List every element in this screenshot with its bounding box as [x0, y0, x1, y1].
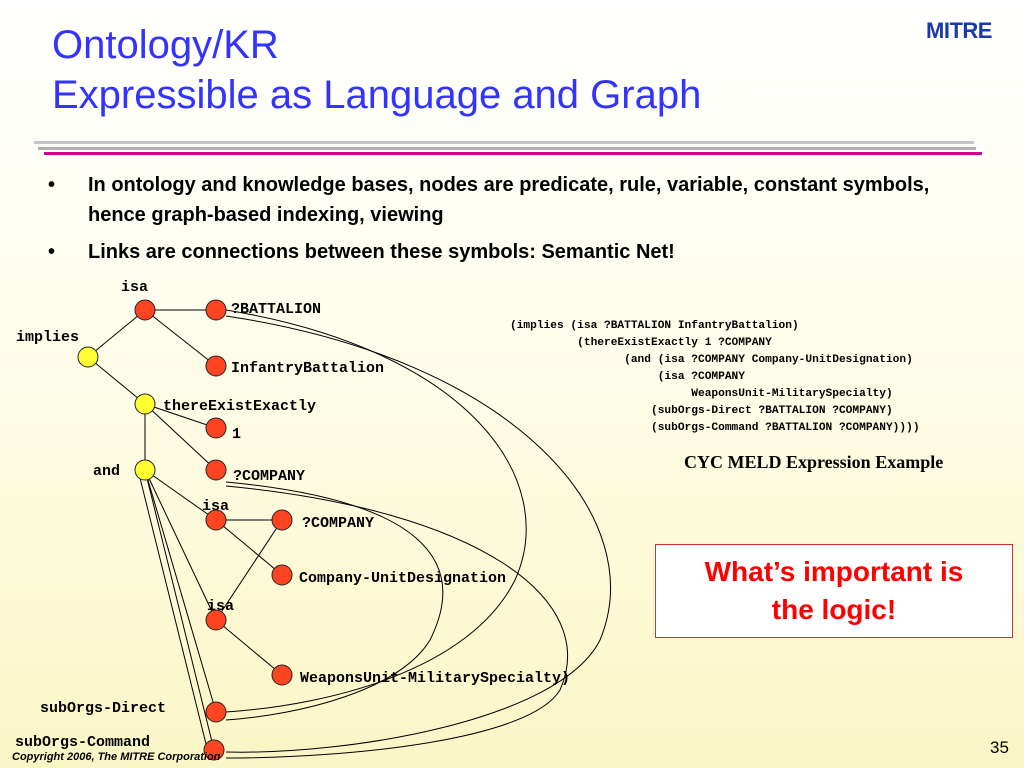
edge — [87, 356, 146, 405]
label-company-1: ?COMPANY — [233, 468, 305, 485]
label-and: and — [93, 463, 120, 480]
edge — [144, 469, 217, 521]
node-isa-1 — [134, 299, 156, 321]
expr-line: (thereExistExactly 1 ?COMPANY — [510, 337, 772, 349]
title-rule-gray — [34, 141, 974, 144]
expr-line: (isa ?COMPANY — [510, 371, 745, 383]
label-suborgs-direct: subOrgs-Direct — [40, 700, 166, 717]
edge — [144, 403, 217, 429]
title-line-2: Expressible as Language and Graph — [52, 73, 702, 117]
node-implies — [77, 346, 99, 368]
edge — [144, 403, 217, 471]
slide-title: Ontology/KR Expressible as Language and … — [52, 20, 701, 120]
bullet-text: In ontology and knowledge bases, nodes a… — [88, 174, 930, 226]
label-there-exist-exactly: thereExistExactly — [163, 398, 316, 415]
mitre-logo: MITRE — [926, 18, 992, 43]
bullet-item-1: • In ontology and knowledge bases, nodes… — [48, 170, 968, 230]
node-company-1 — [205, 459, 227, 481]
title-rule-magenta — [44, 152, 982, 155]
expr-line: WeaponsUnit-MilitarySpecialty) — [510, 388, 893, 400]
node-isa-2 — [205, 509, 227, 531]
title-line-1: Ontology/KR — [52, 23, 279, 67]
curve-link — [225, 315, 611, 753]
expr-line: (subOrgs-Direct ?BATTALION ?COMPANY) — [510, 405, 893, 417]
edge — [215, 519, 283, 621]
callout-box: What’s important is the logic! — [655, 544, 1013, 638]
expr-line: (implies (isa ?BATTALION InfantryBattali… — [510, 320, 799, 332]
expression-caption: CYC MELD Expression Example — [684, 452, 944, 472]
graph-edges — [87, 309, 611, 759]
callout-line-1: What’s important is — [704, 556, 964, 587]
edge — [215, 519, 283, 576]
graph-labels: isa ?BATTALION implies InfantryBattalion… — [15, 279, 570, 751]
bullet-list: • In ontology and knowledge bases, nodes… — [48, 170, 968, 274]
label-isa-1: isa — [121, 279, 148, 296]
cyc-expression: (implies (isa ?BATTALION InfantryBattali… — [510, 318, 920, 437]
node-suborgs-command — [203, 739, 225, 761]
node-suborgs-direct — [205, 701, 227, 723]
label-battalion: ?BATTALION — [231, 301, 321, 318]
callout-line-2: the logic! — [771, 594, 897, 625]
label-one: 1 — [232, 426, 241, 443]
expr-line: (subOrgs-Command ?BATTALION ?COMPANY)))) — [510, 422, 920, 434]
label-isa-2: isa — [202, 498, 229, 515]
title-rule-gray-2 — [38, 147, 976, 150]
label-company-unit-designation: Company-UnitDesignation — [299, 570, 506, 587]
node-isa-3 — [205, 609, 227, 631]
page-number: 35 — [990, 738, 1009, 757]
expr-line: (and (isa ?COMPANY Company-UnitDesignati… — [510, 354, 913, 366]
edge — [215, 619, 283, 676]
curve-link — [225, 309, 527, 713]
edge — [144, 309, 217, 367]
label-isa-3: isa — [207, 598, 234, 615]
edge — [87, 309, 146, 358]
node-company-2 — [271, 509, 293, 531]
label-company-2: ?COMPANY — [302, 515, 374, 532]
label-weapons-unit: WeaponsUnit-MilitarySpecialty) — [300, 670, 570, 687]
label-implies: implies — [16, 329, 79, 346]
label-infantry-battalion: InfantryBattalion — [231, 360, 384, 377]
bullet-marker: • — [48, 241, 56, 263]
bullet-text: Links are connections between these symb… — [88, 241, 675, 263]
edge — [144, 469, 217, 713]
copyright: Copyright 2006, The MITRE Corporation — [12, 751, 221, 763]
edge — [144, 469, 215, 751]
curve-link — [225, 485, 569, 759]
node-company-unit-designation — [271, 564, 293, 586]
graph-nodes — [77, 299, 293, 761]
node-infantry-battalion — [205, 355, 227, 377]
node-battalion — [205, 299, 227, 321]
label-suborgs-command: subOrgs-Command — [15, 734, 150, 751]
edge — [139, 477, 209, 753]
node-there-exist-exactly — [134, 393, 156, 415]
bullet-item-2: • Links are connections between these sy… — [48, 237, 968, 267]
edge — [144, 469, 217, 621]
node-one — [205, 417, 227, 439]
bullet-marker: • — [48, 174, 56, 196]
node-weapons-unit — [271, 664, 293, 686]
node-and — [134, 459, 156, 481]
